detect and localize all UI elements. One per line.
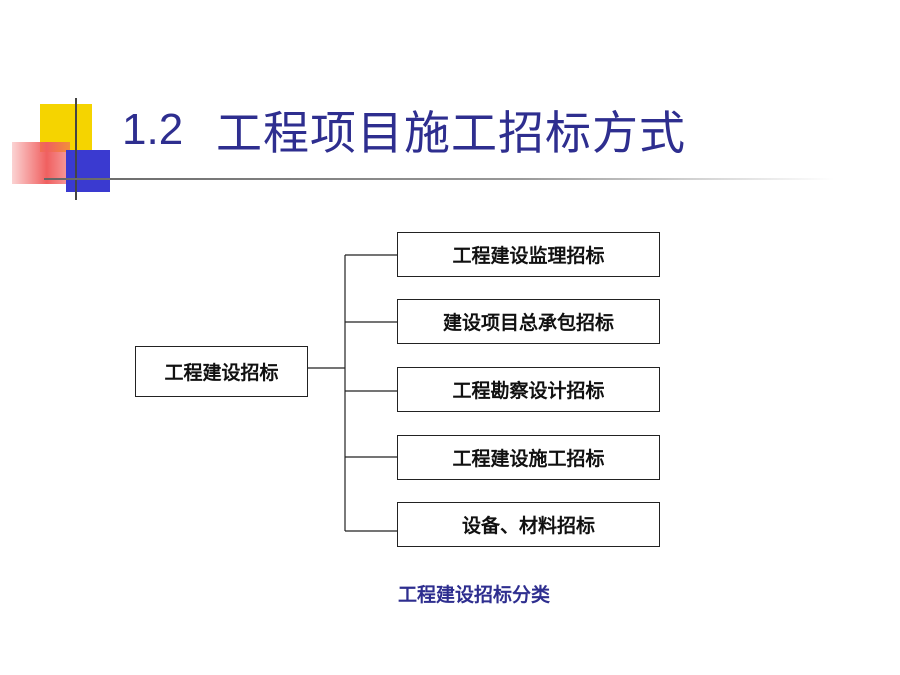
diagram-caption: 工程建设招标分类	[398, 584, 551, 606]
child-node-5: 设备、材料招标	[397, 502, 660, 547]
child-node-4: 工程建设施工招标	[397, 435, 660, 480]
child-node-2: 建设项目总承包招标	[397, 299, 660, 344]
decor-horizontal-line	[44, 178, 834, 180]
page-title: 工程项目施工招标方式	[216, 106, 686, 160]
child-node-3: 工程勘察设计招标	[397, 367, 660, 412]
decor-blue-square	[66, 150, 110, 192]
decor-red-square	[12, 142, 70, 184]
root-node: 工程建设招标	[135, 346, 308, 397]
child-node-1: 工程建设监理招标	[397, 232, 660, 277]
decor-vertical-line	[75, 98, 77, 200]
title-number: 1.2	[122, 105, 184, 154]
